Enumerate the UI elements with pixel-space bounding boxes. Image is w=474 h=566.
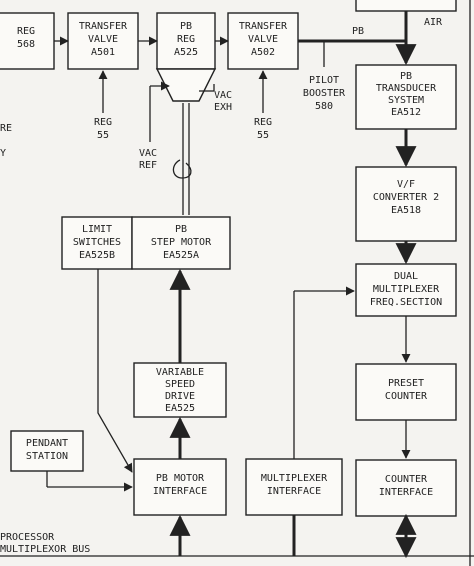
multiplexer-interface-block: MULTIPLEXER INTERFACE: [245, 458, 343, 516]
text-line-2: SPEED: [165, 379, 195, 390]
reg-55-left-label: REG 55: [94, 117, 112, 141]
text-line-4: EA512: [391, 107, 421, 118]
text-line-3: EA525A: [163, 250, 199, 261]
text-line-2: COUNTER: [385, 391, 428, 402]
text-line-2: INTERFACE: [379, 487, 433, 498]
text-line-1: COUNTER: [385, 474, 428, 485]
text-line-2: STATION: [26, 451, 68, 462]
text-line-1: TRANSFER: [239, 21, 288, 32]
pilot-booster-label-line-1: PILOT: [309, 75, 339, 86]
text-line-1: PRESET: [388, 378, 424, 389]
text-line-3: A501: [91, 47, 115, 58]
pb-reg-a525-block: PB REG A525: [156, 12, 216, 70]
margin-y-label: Y: [0, 148, 6, 159]
counter-interface-block: COUNTER INTERFACE: [355, 459, 457, 517]
text-line-3: EA525B: [79, 250, 115, 261]
transfer-valve-a502-block: TRANSFER VALVE A502: [227, 12, 299, 70]
bus-label-line-2: MULTIPLEXOR BUS: [0, 544, 90, 555]
reg-55-left-label-line-2: 55: [97, 130, 109, 141]
margin-re-label: RE: [0, 123, 12, 134]
reg-55-left-label-line-1: REG: [94, 117, 112, 128]
text-line-3: A525: [174, 47, 198, 58]
text-line-2: CONVERTER 2: [373, 192, 439, 203]
reg-55-right-label-line-1: REG: [254, 117, 272, 128]
text-line-1: PENDANT: [26, 438, 68, 449]
text-line-2: VALVE: [88, 34, 118, 45]
text-line-1: LIMIT: [82, 224, 112, 235]
text-line-1: V/F: [397, 179, 415, 190]
text-line-2: TRANSDUCER: [376, 83, 437, 94]
text-line-3: A502: [251, 47, 275, 58]
vac-exh-label-line-2: EXH: [214, 102, 232, 113]
dual-multiplexer-block: DUAL MULTIPLEXER FREQ.SECTION: [355, 263, 457, 317]
text-line-3: SYSTEM: [388, 95, 424, 106]
text-line-1: PB: [175, 224, 187, 235]
text-line-2: REG: [177, 34, 195, 45]
pb-line-label: PB: [352, 26, 364, 37]
vac-exh-label-line-1: VAC: [214, 90, 232, 101]
text-line-2: INTERFACE: [153, 486, 207, 497]
text-line-1: MULTIPLEXER: [261, 473, 328, 484]
vf-converter-block: V/F CONVERTER 2 EA518: [355, 166, 457, 242]
text-line-3: FREQ.SECTION: [370, 297, 442, 308]
pendant-station-block: PENDANT STATION: [10, 430, 84, 472]
reg-568-block: REG 568: [0, 12, 55, 70]
text-line-4: EA525: [165, 403, 195, 414]
text-line-1: VARIABLE: [156, 367, 204, 378]
text-line-3: EA518: [391, 205, 421, 216]
text-line-2: MULTIPLEXER: [373, 284, 440, 295]
text-line-1: PB MOTOR: [156, 473, 205, 484]
air-label: AIR: [424, 17, 443, 28]
reg-55-right-label: REG 55: [254, 117, 272, 141]
pb-motor-interface-block: PB MOTOR INTERFACE: [133, 458, 227, 516]
pb-reg-funnel: [155, 68, 217, 102]
text-line-2: SWITCHES: [73, 237, 121, 248]
text-line-2: 568: [17, 39, 35, 50]
text-line-1: TRANSFER: [79, 21, 128, 32]
transfer-valve-a501-block: TRANSFER VALVE A501: [67, 12, 139, 70]
text-line-2: INTERFACE: [267, 486, 321, 497]
reg-55-right-label-line-2: 55: [257, 130, 269, 141]
bus-label-line-1: PROCESSOR: [0, 532, 55, 543]
text-line-3: DRIVE: [165, 391, 195, 402]
text-line-1: DUAL: [394, 271, 418, 282]
limit-switches-block: LIMIT SWITCHES EA525B: [61, 216, 133, 270]
top-right-block: [355, 0, 457, 12]
text-line-2: STEP MOTOR: [151, 237, 212, 248]
text-line-1: REG: [17, 26, 35, 37]
text-line-1: PB: [180, 21, 192, 32]
vac-ref-label-line-2: REF: [139, 160, 157, 171]
pilot-booster-label: PILOT BOOSTER 580: [303, 75, 346, 112]
text-line-2: VALVE: [248, 34, 278, 45]
text-line-1: PB: [400, 71, 412, 82]
pilot-booster-label-line-3: 580: [315, 101, 333, 112]
pilot-booster-label-line-2: BOOSTER: [303, 88, 346, 99]
pb-step-motor-block: PB STEP MOTOR EA525A: [131, 216, 231, 270]
preset-counter-block: PRESET COUNTER: [355, 363, 457, 421]
vac-ref-label-line-1: VAC: [139, 148, 157, 159]
